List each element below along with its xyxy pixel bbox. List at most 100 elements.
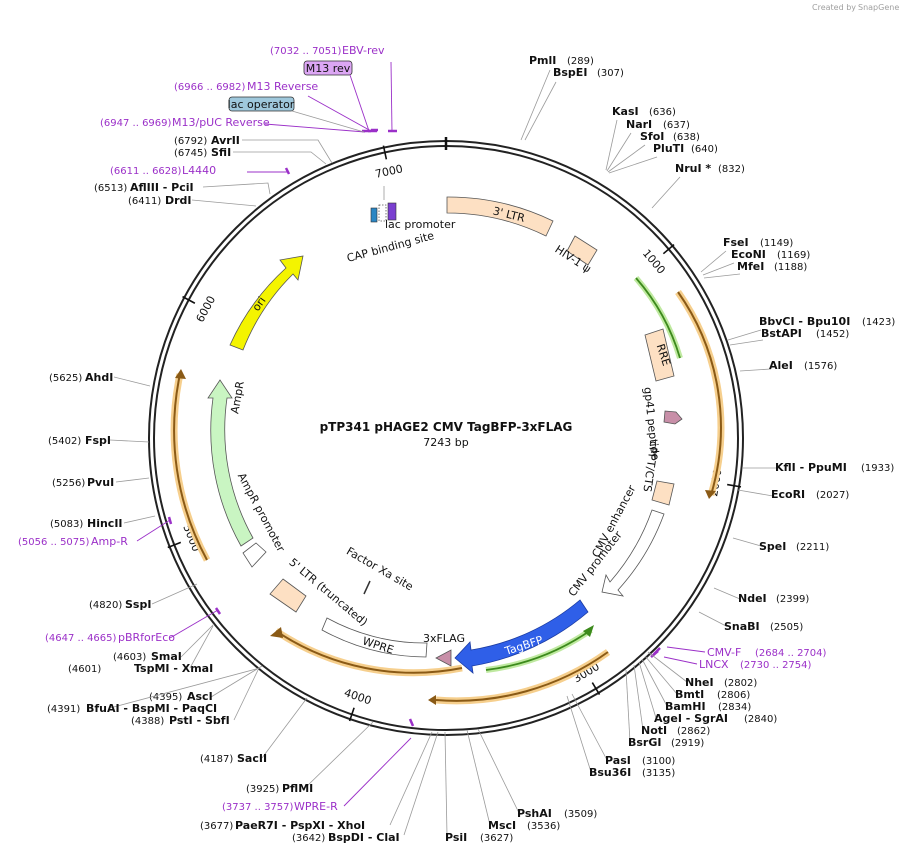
- enzyme-sfii[interactable]: SfiI: [211, 146, 231, 159]
- primer-wpre_r[interactable]: WPRE-R: [294, 800, 338, 813]
- feature-gp41[interactable]: [663, 410, 683, 425]
- enzyme-lead-spei: [732, 537, 762, 547]
- feature-lac-operator-box[interactable]: [378, 204, 387, 222]
- enzyme-kasi[interactable]: KasI: [612, 105, 639, 118]
- arc-orange-1-head: [705, 490, 716, 499]
- feature-lac-promoter[interactable]: [387, 202, 397, 221]
- enzyme-snabi[interactable]: SnaBI: [724, 620, 760, 633]
- arc-orange-4-glow: [170, 373, 211, 562]
- enzyme-pos-psii: (3627): [480, 833, 513, 844]
- enzyme-bbvci[interactable]: BbvCI - Bpu10I: [759, 315, 850, 328]
- enzyme-pasi[interactable]: PasI: [605, 754, 631, 767]
- feature-wpre[interactable]: [321, 617, 428, 658]
- primer-m13puc[interactable]: M13/pUC Reverse: [172, 116, 270, 129]
- enzyme-lead-pmli: [520, 69, 551, 141]
- enzyme-paer7i[interactable]: PaeR7I - PspXI - XhoI: [235, 819, 365, 832]
- enzyme-lead-psii: [444, 731, 448, 836]
- enzyme-psii[interactable]: PsiI: [445, 831, 467, 844]
- enzyme-lead-bspdi: [403, 731, 439, 836]
- enzyme-pos-sspi: (4820): [89, 600, 122, 611]
- enzyme-noti[interactable]: NotI: [641, 724, 667, 737]
- enzyme-psti[interactable]: PstI - SbfI: [169, 714, 230, 727]
- enzyme-pmli[interactable]: PmlI: [529, 54, 556, 67]
- enzyme-pluti[interactable]: PluTI: [653, 142, 684, 155]
- enzyme-mfei[interactable]: MfeI: [737, 260, 764, 273]
- enzyme-aflii[interactable]: AflIII - PciI: [130, 181, 194, 194]
- enzyme-bmti[interactable]: BmtI: [675, 688, 704, 701]
- primer-ebv[interactable]: EBV-rev: [342, 44, 385, 57]
- enzyme-ndei[interactable]: NdeI: [738, 592, 767, 605]
- lac-operator-box[interactable]: [228, 96, 295, 112]
- primer-lncx[interactable]: LNCX: [699, 658, 729, 671]
- primer-lead-ampr_r: [136, 519, 171, 542]
- enzyme-alei[interactable]: AleI: [769, 359, 793, 372]
- enzyme-pos-bstapi: (1452): [816, 329, 849, 340]
- enzyme-msci[interactable]: MscI: [488, 819, 516, 832]
- enzyme-pos-paer7i: (3677): [200, 821, 233, 832]
- primer-annotations: EBV-rev(7032 .. 7051)M13 Reverse(6966 ..…: [18, 44, 827, 813]
- feature-rre[interactable]: [644, 328, 675, 382]
- primer-lead-cmvf: [666, 646, 706, 653]
- arc-green-1: [635, 277, 681, 359]
- enzyme-bspdi[interactable]: BspDI - ClaI: [328, 831, 400, 844]
- enzyme-ahdi[interactable]: AhdI: [85, 371, 113, 384]
- arc-orange-3: [275, 630, 463, 674]
- enzyme-pos-smai: (4603): [113, 652, 146, 663]
- primer-ampr_r[interactable]: Amp-R: [91, 535, 128, 548]
- m13-rev-box[interactable]: [303, 60, 353, 76]
- enzyme-bstapi[interactable]: BstAPI: [761, 327, 802, 340]
- primer-range-ampr_r: (5056 .. 5075): [18, 537, 90, 548]
- arc-orange-4: [173, 373, 208, 561]
- enzyme-bspei[interactable]: BspEI: [553, 66, 587, 79]
- enzyme-smai[interactable]: SmaI: [151, 650, 182, 663]
- enzyme-pos-pfimi: (3925): [246, 784, 279, 795]
- primer-pbr[interactable]: pBRforEco: [118, 631, 175, 644]
- enzyme-ecori[interactable]: EcoRI: [771, 488, 805, 501]
- enzyme-asci[interactable]: AscI: [187, 690, 213, 703]
- feature-hiv-psi[interactable]: [566, 235, 598, 266]
- enzyme-sacii[interactable]: SacII: [237, 752, 267, 765]
- feature-cmv-enhancer[interactable]: [601, 509, 665, 597]
- primer-l4440[interactable]: L4440: [182, 164, 216, 177]
- enzyme-agei[interactable]: AgeI - SgrAI: [654, 712, 728, 725]
- enzyme-sspi[interactable]: SspI: [125, 598, 151, 611]
- enzyme-spei[interactable]: SpeI: [759, 540, 786, 553]
- enzyme-tspmi[interactable]: TspMI - XmaI: [134, 662, 213, 675]
- enzyme-avrii[interactable]: AvrII: [211, 134, 240, 147]
- enzyme-nhei[interactable]: NheI: [685, 676, 714, 689]
- enzyme-phsai[interactable]: PshAI: [517, 807, 552, 820]
- enzyme-bsrgi[interactable]: BsrGI: [628, 736, 661, 749]
- enzyme-bamhi[interactable]: BamHI: [665, 700, 706, 713]
- primer-range-lncx: (2730 .. 2754): [740, 660, 812, 671]
- primer-cmvf[interactable]: CMV-F: [707, 646, 741, 659]
- enzyme-fsei[interactable]: FseI: [723, 236, 749, 249]
- enzyme-econi[interactable]: EcoNI: [731, 248, 766, 261]
- enzyme-lead-bfuai: [109, 667, 261, 709]
- enzyme-fspi[interactable]: FspI: [85, 434, 111, 447]
- enzyme-lead-bstapi: [729, 339, 764, 346]
- enzyme-nrui[interactable]: NruI *: [675, 162, 711, 175]
- enzyme-pos-snabi: (2505): [770, 622, 803, 633]
- feature-cap-site[interactable]: [370, 207, 378, 223]
- enzyme-sfoi[interactable]: SfoI: [640, 130, 664, 143]
- enzyme-pos-fspi: (5402): [48, 436, 81, 447]
- enzyme-nari[interactable]: NarI: [626, 118, 652, 131]
- enzyme-kfli[interactable]: KflI - PpuMI: [775, 461, 847, 474]
- feature-5ltr[interactable]: [269, 578, 307, 613]
- feature-ampr[interactable]: [207, 379, 254, 547]
- feature-ampr-promoter[interactable]: [242, 542, 267, 568]
- enzyme-bsu36i[interactable]: Bsu36I: [589, 766, 631, 779]
- enzyme-lead-bbvci: [727, 329, 762, 341]
- feature-3xflag[interactable]: [435, 649, 452, 667]
- feature-ori[interactable]: [229, 255, 304, 351]
- enzyme-drdi[interactable]: DrdI: [165, 194, 192, 207]
- feature-3ltr[interactable]: [446, 196, 554, 237]
- enzyme-pfimi[interactable]: PflMI: [282, 782, 313, 795]
- enzyme-pvui[interactable]: PvuI: [87, 476, 114, 489]
- enzyme-hincii[interactable]: HincII: [87, 517, 123, 530]
- enzyme-bfuai[interactable]: BfuAI - BspMI - PaqCI: [86, 702, 217, 715]
- feature-cppt[interactable]: [651, 480, 675, 506]
- enzyme-lead-asci: [210, 665, 263, 698]
- primer-m13reverse[interactable]: M13 Reverse: [247, 80, 318, 93]
- feature-tagbfp[interactable]: [454, 599, 589, 674]
